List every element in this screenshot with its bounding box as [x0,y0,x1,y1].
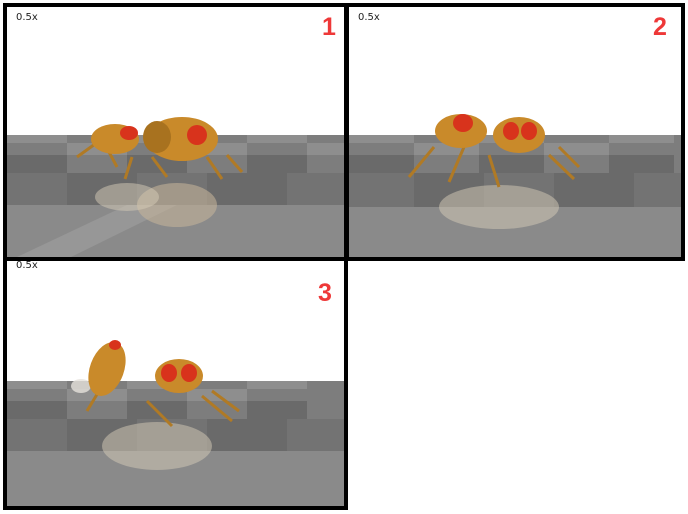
playback-speed-label: 0.5x [16,260,38,271]
video-frame-2: 0.5x 2 [345,3,685,261]
panel-number: 3 [318,279,332,307]
checkerboard-floor [349,135,681,257]
panel-number: 2 [653,13,667,41]
panel-number: 1 [322,13,336,41]
fly-figure [407,114,581,229]
video-frame-1: 0.5x 1 [3,3,348,263]
fly-figure [71,340,240,470]
video-frame-3: 0.5x 3 [3,257,348,510]
scene-2 [349,114,681,257]
scene-1 [7,117,344,259]
fly-figure [76,117,244,227]
scene-3 [7,340,344,506]
playback-speed-label: 0.5x [16,12,38,23]
playback-speed-label: 0.5x [358,12,380,23]
